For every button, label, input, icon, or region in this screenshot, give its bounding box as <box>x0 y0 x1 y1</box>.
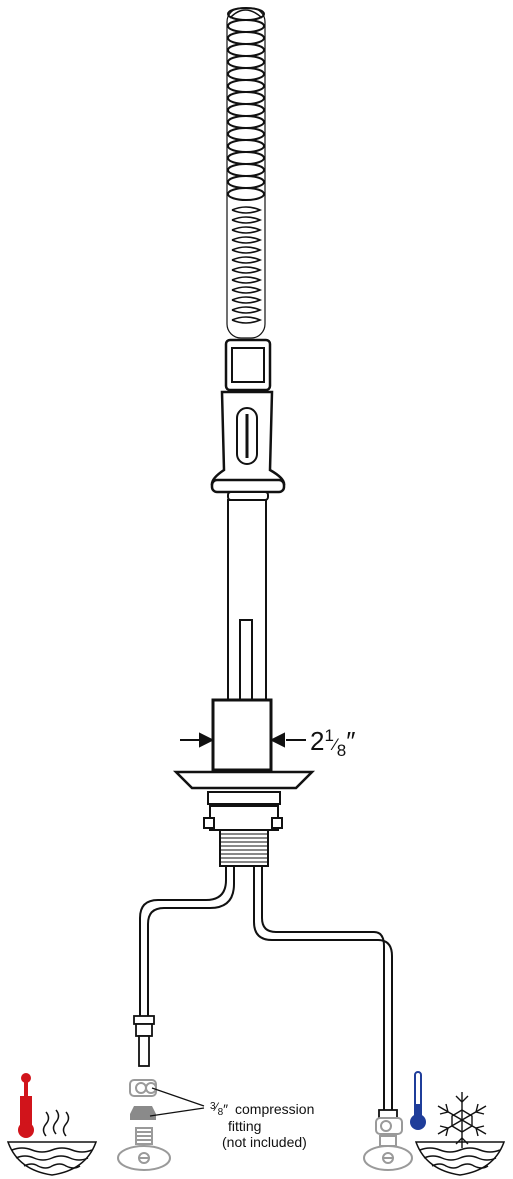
coil-loop <box>227 55 265 69</box>
spring-loop <box>231 296 263 304</box>
coil-loop <box>227 127 265 141</box>
sprayhead <box>210 390 286 501</box>
hot-line-fitting <box>133 1015 155 1067</box>
hose-coil <box>226 7 266 339</box>
width-dimension-arrows <box>180 732 306 748</box>
cold-supply-line <box>253 866 393 1110</box>
spring-loop <box>231 216 263 224</box>
coil-loop <box>227 151 265 165</box>
spring-loop <box>231 246 263 254</box>
spring-loop <box>231 226 263 234</box>
fitting-label-line3: (not included) <box>222 1134 307 1150</box>
callout-leaders <box>149 1087 205 1117</box>
thermometer-icon <box>18 1073 34 1138</box>
coil-loop <box>227 43 265 57</box>
spring-loop <box>231 286 263 294</box>
fitting-label-line2: fitting <box>228 1118 261 1134</box>
compression-nut-icon <box>129 1079 157 1097</box>
coil-loop <box>227 139 265 153</box>
shutoff-valve-icon <box>117 1127 171 1171</box>
cold-water-icon <box>410 1071 506 1176</box>
spring-loop <box>231 276 263 284</box>
dimension-label: 21⁄8″ <box>310 726 355 760</box>
spring-loop <box>231 206 263 214</box>
cold-shutoff-valve-icon <box>363 1117 413 1171</box>
hot-water-icon <box>6 1073 98 1176</box>
fitting-size-label: 3⁄8″ compression <box>210 1100 314 1118</box>
coil-loop <box>227 103 265 117</box>
hot-supply-line <box>139 866 235 1018</box>
coil-loop <box>227 175 265 189</box>
coil-loop <box>227 79 265 93</box>
ferrule-icon <box>130 1106 156 1120</box>
coil-loop <box>227 187 265 201</box>
coil-loop <box>227 115 265 129</box>
coil-loop <box>227 67 265 81</box>
snowflake-icon <box>437 1092 487 1148</box>
spring-loop <box>231 306 263 314</box>
spring-loop <box>231 266 263 274</box>
coil-loop <box>227 19 265 33</box>
cold-line-fitting <box>378 1109 398 1119</box>
spout-tube <box>227 499 267 701</box>
coil-loop <box>227 163 265 177</box>
spring-loop <box>231 256 263 264</box>
thermometer-icon <box>410 1071 426 1130</box>
sprayhead-connector <box>224 338 272 392</box>
spring-loop <box>231 316 263 324</box>
coil-loop <box>227 91 265 105</box>
spring-loop <box>231 236 263 244</box>
coil-loop <box>227 31 265 45</box>
faucet-base <box>172 698 316 867</box>
